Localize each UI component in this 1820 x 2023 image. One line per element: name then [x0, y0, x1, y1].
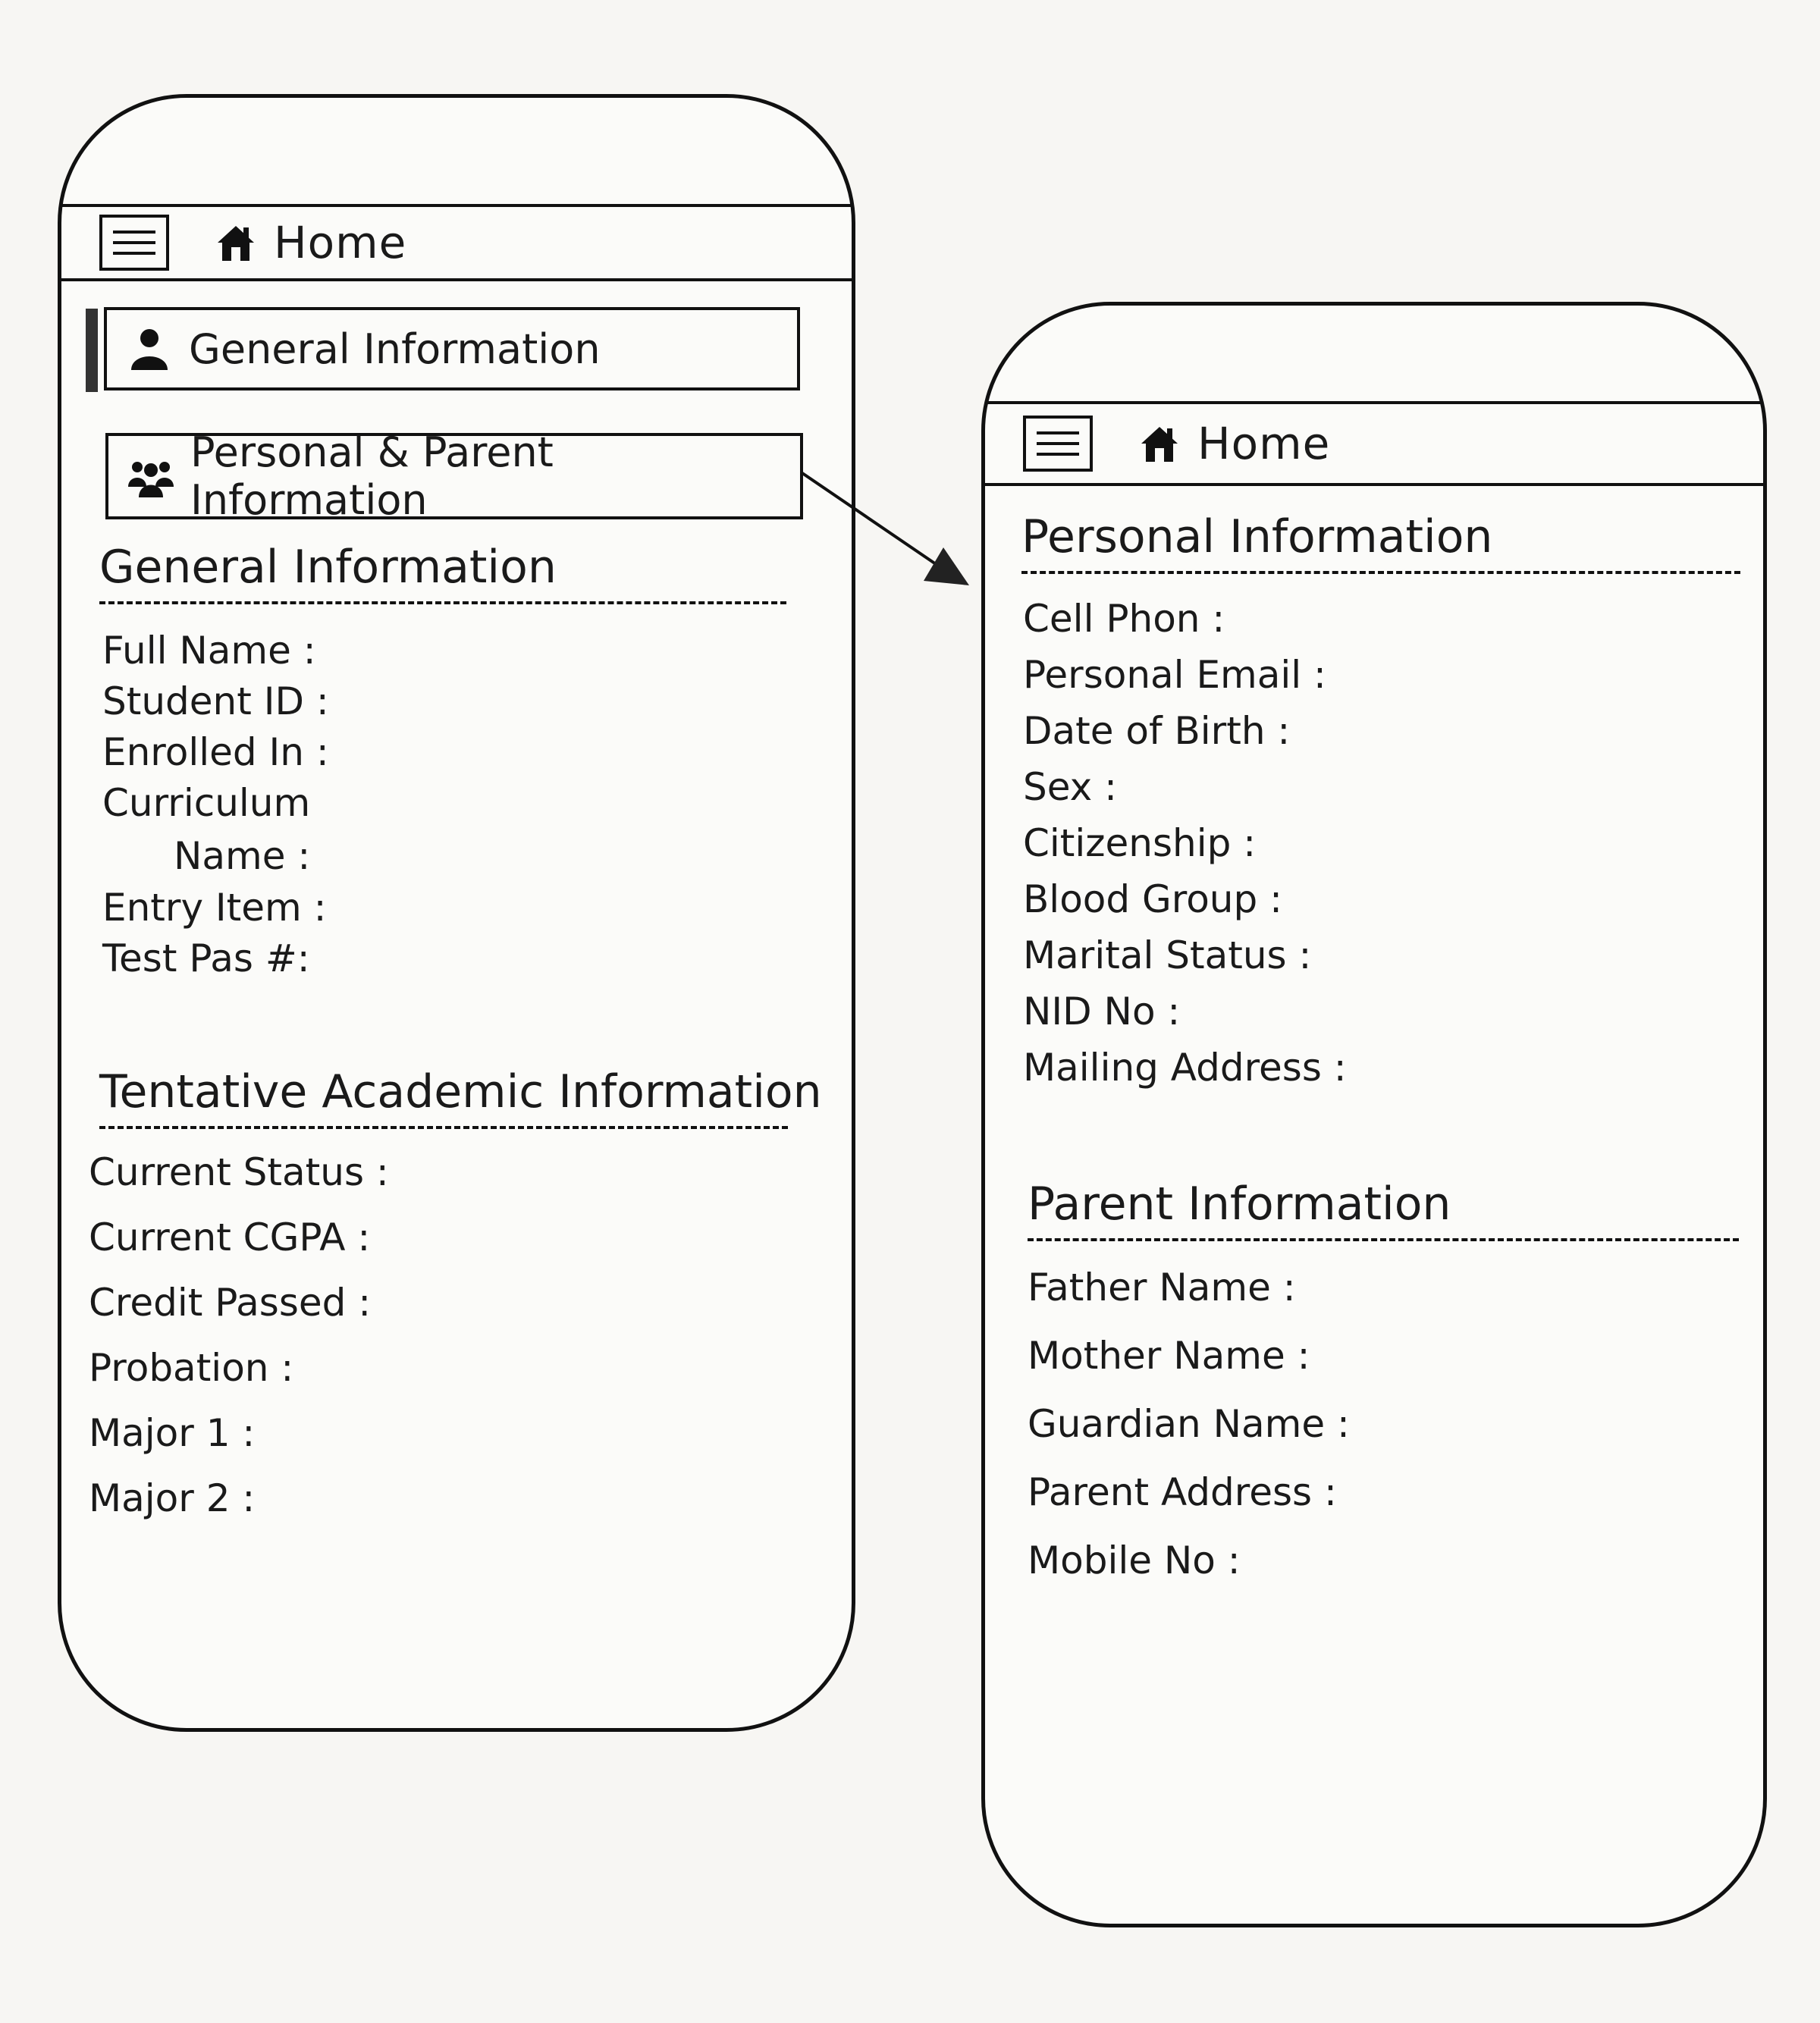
- top-navigation-bar: Home: [61, 204, 852, 281]
- field-current-cgpa: Current CGPA :: [89, 1215, 371, 1259]
- home-icon[interactable]: [215, 221, 257, 264]
- menu-general-information[interactable]: General Information: [104, 307, 800, 390]
- menu-personal-parent-information[interactable]: Personal & Parent Information: [105, 428, 803, 524]
- field-credit-passed: Credit Passed :: [89, 1281, 372, 1325]
- active-indicator: [86, 309, 98, 392]
- general-information-heading: General Information: [99, 541, 786, 604]
- field-blood-group: Blood Group :: [1023, 877, 1282, 921]
- hamburger-menu-icon[interactable]: [99, 215, 169, 271]
- field-parent-address: Parent Address :: [1028, 1470, 1337, 1514]
- parent-information-fields: Father Name : Mother Name : Guardian Nam…: [1028, 1269, 1350, 1610]
- field-probation: Probation :: [89, 1346, 294, 1390]
- field-enrolled-in: Enrolled In :: [102, 730, 329, 774]
- field-date-of-birth: Date of Birth :: [1023, 709, 1291, 753]
- user-icon: [131, 329, 168, 370]
- field-mother-name: Mother Name :: [1028, 1334, 1310, 1378]
- field-father-name: Father Name :: [1028, 1266, 1296, 1309]
- field-curriculum-name: Curriculum Name :: [102, 784, 329, 889]
- home-icon[interactable]: [1138, 422, 1181, 465]
- field-marital-status: Marital Status :: [1023, 933, 1312, 977]
- home-title[interactable]: Home: [274, 217, 407, 268]
- field-mailing-address: Mailing Address :: [1023, 1046, 1347, 1090]
- users-group-icon: [128, 462, 174, 497]
- academic-information-fields: Current Status : Current CGPA : Credit P…: [89, 1153, 389, 1545]
- curriculum-label-line1: Curriculum: [102, 781, 311, 825]
- left-phone-screen: Home General Information Personal & Pare…: [58, 94, 855, 1732]
- parent-information-heading: Parent Information: [1028, 1178, 1739, 1241]
- menu-personal-label: Personal & Parent Information: [190, 428, 554, 524]
- menu-general-label: General Information: [189, 325, 601, 373]
- field-cell-phone: Cell Phon :: [1023, 597, 1225, 641]
- field-nid-no: NID No :: [1023, 990, 1181, 1033]
- field-major-1: Major 1 :: [89, 1411, 256, 1455]
- personal-information-heading: Personal Information: [1021, 510, 1740, 574]
- field-test-pass: Test Pas #:: [102, 936, 310, 980]
- top-navigation-bar: Home: [985, 401, 1763, 486]
- personal-information-fields: Cell Phon : Personal Email : Date of Bir…: [1023, 600, 1347, 1105]
- home-title[interactable]: Home: [1197, 418, 1331, 469]
- tentative-academic-information-heading: Tentative Academic Information: [99, 1065, 822, 1129]
- hamburger-menu-icon[interactable]: [1023, 416, 1093, 472]
- field-entry-item: Entry Item :: [102, 886, 327, 930]
- field-guardian-name: Guardian Name :: [1028, 1402, 1350, 1446]
- field-sex: Sex :: [1023, 765, 1117, 809]
- field-mobile-no: Mobile No :: [1028, 1538, 1241, 1582]
- field-citizenship: Citizenship :: [1023, 821, 1257, 865]
- field-personal-email: Personal Email :: [1023, 653, 1326, 697]
- general-information-fields: Full Name : Student ID : Enrolled In : C…: [102, 632, 329, 990]
- field-full-name: Full Name :: [102, 629, 316, 673]
- field-major-2: Major 2 :: [89, 1476, 256, 1520]
- right-phone-screen: Home Personal Information Cell Phon : Pe…: [981, 302, 1767, 1927]
- field-current-status: Current Status :: [89, 1150, 389, 1194]
- field-student-id: Student ID :: [102, 679, 329, 723]
- curriculum-label-line2: Name :: [174, 834, 311, 878]
